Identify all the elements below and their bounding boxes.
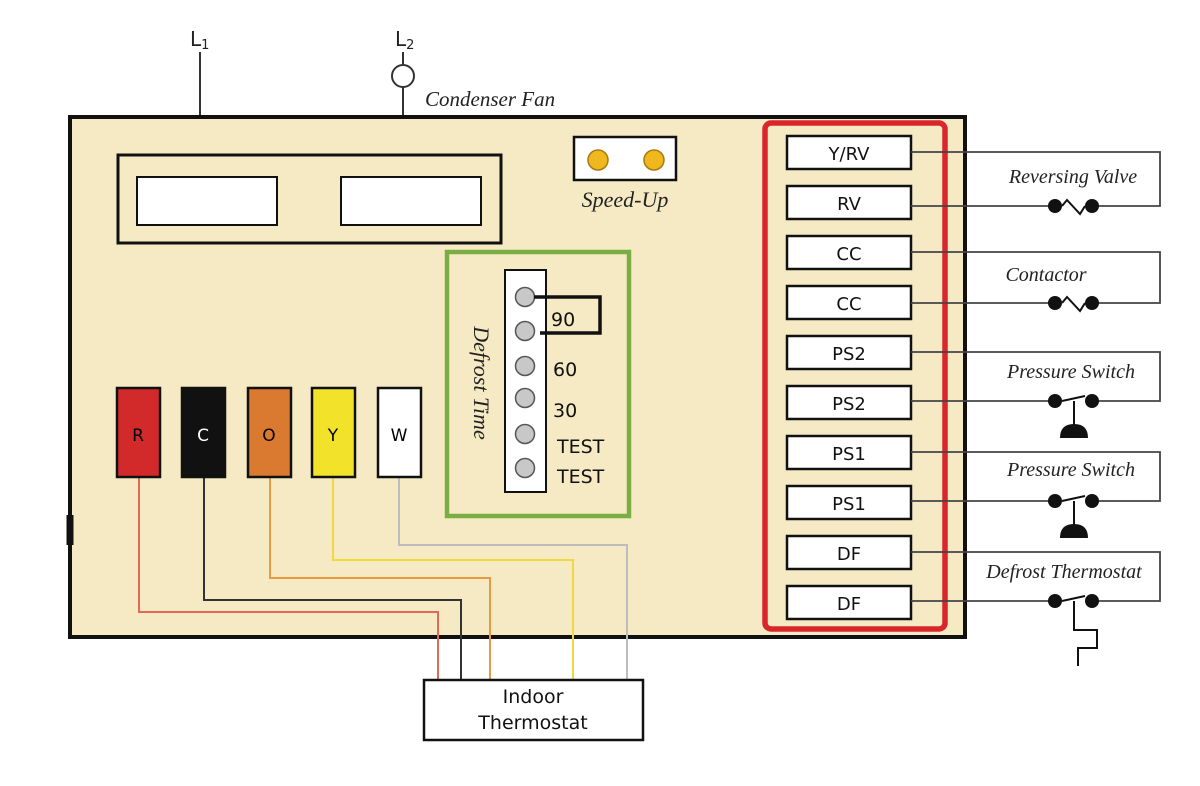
speed-up-pin [587,149,609,171]
svg-text:W: W [391,426,408,446]
svg-text:DF: DF [837,544,861,565]
terminal-ps1: PS1 [785,434,913,471]
terminal-c: C [180,386,227,479]
terminal-ps1: PS1 [785,484,913,521]
svg-text:PS1: PS1 [832,494,866,515]
contactor-label: Contactor [1005,264,1086,286]
terminal-w: W [376,386,423,479]
condenser-fan-label: Condenser Fan [425,87,555,111]
terminal-ps2: PS2 [785,334,913,371]
pressure-switch-low: Pressure Switch [1006,459,1135,538]
terminal-o: O [246,386,293,479]
svg-text:CC: CC [836,294,861,315]
field-wiring [911,151,1161,602]
reversing-valve: Reversing Valve [1008,166,1137,216]
c-wire-trace [203,477,462,680]
power-relay-block [116,153,503,245]
l2-relay-terminal [340,176,482,226]
svg-text:Y: Y [327,426,339,446]
defrost-setting-90: 90 [551,309,575,331]
svg-text:PS1: PS1 [832,444,866,465]
defrost-time-label: Defrost Time [469,325,494,440]
thermostat-terminals: R C O Y W [115,386,423,479]
speed-up-label: Speed-Up [582,187,669,212]
thermostat-wire-traces [138,477,628,680]
y-wire-trace [332,477,574,680]
svg-text:RV: RV [837,194,862,215]
output-terminal-group: Y/RV RV CC CC PS2 PS2 PS1 PS1 [762,120,948,632]
terminal-ps2: PS2 [785,384,913,421]
defrost-setting-60: 60 [553,359,577,381]
defrost-pin [514,387,536,409]
l2-label: L2 [395,27,414,53]
terminal-df: DF [785,584,913,621]
defrost-setting-test: TEST [556,436,605,458]
defrost-setting-test: TEST [556,466,605,488]
terminal-df: DF [785,534,913,571]
terminal-y-rv: Y/RV [785,134,913,171]
terminal-rv: RV [785,184,913,221]
pressure-switch-high: Pressure Switch [1006,361,1135,438]
svg-text:R: R [132,426,144,446]
pressure-switch-label: Pressure Switch [1006,459,1135,481]
terminal-cc: CC [785,234,913,271]
svg-text:CC: CC [836,244,861,265]
defrost-pin [514,423,536,445]
indoor-thermostat-label-line2: Thermostat [477,712,587,734]
defrost-thermostat-label: Defrost Thermostat [985,561,1142,583]
indoor-thermostat-label-line1: Indoor [503,686,564,708]
svg-text:PS2: PS2 [832,344,866,365]
speed-up-pin [643,149,665,171]
r-wire-trace [138,477,439,680]
w-wire-trace [398,477,628,680]
defrost-pin [514,286,536,308]
contactor: Contactor [1005,264,1099,313]
svg-text:PS2: PS2 [832,394,866,415]
defrost-pin [514,457,536,479]
condenser-fan-symbol [391,64,415,88]
l1-label: L1 [190,27,209,53]
l1-relay-terminal [136,176,278,226]
svg-text:O: O [262,426,275,446]
o-wire-trace [269,477,491,680]
defrost-time-selector: Defrost Time 90 60 30 TEST TEST [444,249,632,519]
defrost-thermostat: Defrost Thermostat [985,561,1142,666]
defrost-pin [514,355,536,377]
indoor-thermostat: Indoor Thermostat [422,678,645,742]
svg-text:Y/RV: Y/RV [828,144,871,165]
terminal-r: R [115,386,162,479]
svg-text:C: C [197,426,209,446]
defrost-pin [514,320,536,342]
pressure-switch-label: Pressure Switch [1006,361,1135,383]
svg-text:DF: DF [837,594,861,615]
reversing-valve-label: Reversing Valve [1008,166,1137,188]
terminal-cc: CC [785,284,913,321]
defrost-setting-30: 30 [553,400,577,422]
terminal-y: Y [310,386,357,479]
defrost-jumper [534,295,602,335]
speed-up-jumper: Speed-Up [572,135,678,212]
